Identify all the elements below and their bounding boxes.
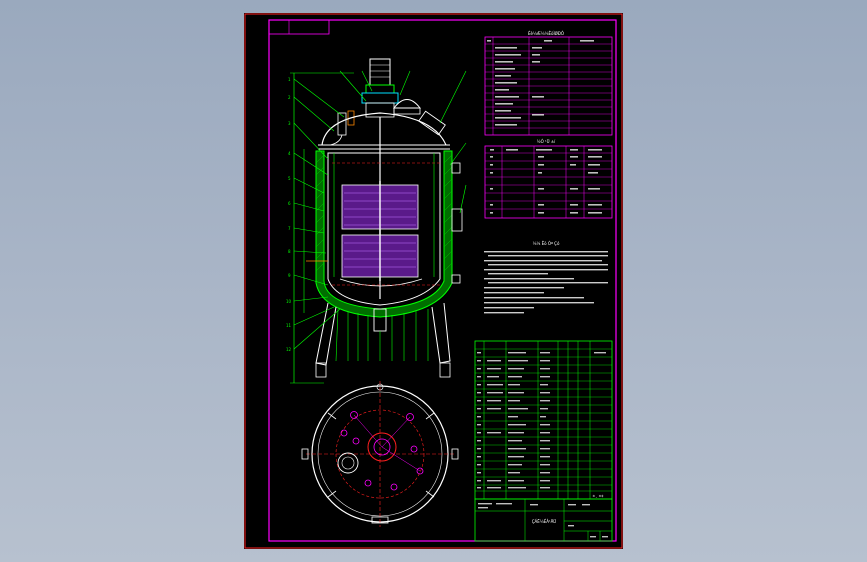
- svg-text:2: 2: [288, 95, 291, 100]
- svg-text:12: 12: [286, 347, 292, 352]
- svg-text:11: 11: [286, 323, 292, 328]
- svg-text:3: 3: [288, 121, 291, 126]
- svg-text:5: 5: [288, 176, 291, 181]
- title-block-name: ÇÁË¼ÉÁ¹ÄÜ: [532, 519, 557, 524]
- nozzle-table: ½Ó ¹Ü ±í: [484, 139, 613, 219]
- svg-text:9: 9: [288, 273, 291, 278]
- outer-border: [244, 13, 623, 549]
- nozzle-table-title: ½Ó ¹Ü ±í: [537, 139, 556, 144]
- top-head: [321, 112, 447, 146]
- parts-list: ±¸ ×¢: [474, 340, 613, 500]
- inner-frame: [268, 19, 617, 542]
- nozzle-circles: [340, 411, 424, 491]
- tech-requirements: ¼¼ Êõ Òª Çó: [484, 241, 608, 314]
- svg-text:8: 8: [288, 249, 291, 254]
- light-nozzle: [418, 110, 446, 136]
- gearbox: [361, 92, 399, 104]
- mount-frame: [365, 102, 395, 118]
- leader-lines: [293, 70, 467, 362]
- feed-nozzle: [337, 112, 347, 136]
- reducer: [365, 84, 395, 94]
- svg-text:4: 4: [288, 151, 291, 156]
- design-spec-table: Éè¼Æ¼¼ÊõÌØÐÔ: [484, 31, 613, 136]
- design-spec-title: Éè¼Æ¼¼ÊõÌØÐÔ: [528, 31, 564, 36]
- tech-req-title: ¼¼ Êõ Òª Çó: [533, 241, 560, 246]
- svg-text:1: 1: [288, 77, 291, 82]
- svg-text:6: 6: [288, 201, 291, 206]
- right-nozzle: [451, 208, 463, 232]
- svg-text:10: 10: [286, 299, 292, 304]
- vessel-top-view: [301, 381, 459, 527]
- parts-header-label: ±¸ ×¢: [592, 494, 603, 498]
- motor: [369, 58, 391, 86]
- leg-left: [315, 302, 337, 366]
- top-left-code-box: [268, 19, 330, 35]
- svg-text:7: 7: [288, 226, 291, 231]
- center-flange: [367, 432, 397, 462]
- manhole-top-view: [337, 452, 359, 474]
- title-block: ÇÁË¼ÉÁ¹ÄÜ: [474, 498, 613, 542]
- leg-right: [431, 302, 451, 364]
- inner-shell: [327, 152, 441, 306]
- jacket-insulation: [315, 150, 453, 318]
